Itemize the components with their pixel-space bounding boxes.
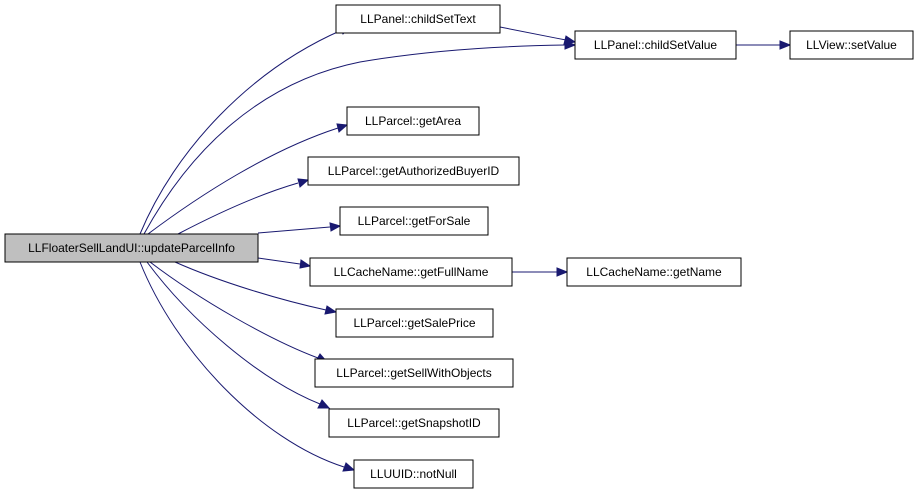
arrowhead-icon xyxy=(556,267,569,277)
edge-root-to-getSnapshotID xyxy=(146,261,321,405)
node-label-setValue: LLView::setValue xyxy=(806,38,897,52)
node-label-root: LLFloaterSellLandUI::updateParcelInfo xyxy=(28,241,235,255)
edge-root-to-getArea xyxy=(147,127,339,235)
edge-childSetText-to-childSetValue xyxy=(499,26,567,41)
edge-root-to-getAuthorizedBuyerID xyxy=(177,182,299,235)
arrowhead-icon xyxy=(329,222,342,232)
node-label-getAuthorizedBuyerID: LLParcel::getAuthorizedBuyerID xyxy=(328,164,500,178)
node-label-getFullName: LLCacheName::getFullName xyxy=(334,265,489,279)
edges xyxy=(139,25,792,472)
edge-root-to-getForSale xyxy=(257,226,331,234)
edge-root-to-getSellWithObjects xyxy=(149,261,319,359)
edge-root-to-getFullName xyxy=(257,257,301,265)
node-getSellWithObjects[interactable]: LLParcel::getSellWithObjects xyxy=(314,358,514,388)
node-getForSale[interactable]: LLParcel::getForSale xyxy=(339,206,489,236)
edge-root-to-childSetValue xyxy=(143,44,566,235)
node-getName[interactable]: LLCacheName::getName xyxy=(566,257,742,287)
arrowhead-icon xyxy=(563,35,577,45)
node-label-notNull: LLUUID::notNull xyxy=(370,467,457,481)
node-getAuthorizedBuyerID[interactable]: LLParcel::getAuthorizedBuyerID xyxy=(307,156,520,186)
node-childSetText[interactable]: LLPanel::childSetText xyxy=(335,4,501,34)
node-label-childSetValue: LLPanel::childSetValue xyxy=(594,38,718,52)
node-label-getSalePrice: LLParcel::getSalePrice xyxy=(353,316,475,330)
node-label-getForSale: LLParcel::getForSale xyxy=(358,214,471,228)
edge-root-to-notNull xyxy=(139,261,345,468)
arrowhead-icon xyxy=(324,305,338,315)
node-label-childSetText: LLPanel::childSetText xyxy=(360,12,476,26)
node-label-getSellWithObjects: LLParcel::getSellWithObjects xyxy=(336,366,491,380)
arrowhead-icon xyxy=(299,259,312,269)
node-getSnapshotID[interactable]: LLParcel::getSnapshotID xyxy=(328,408,500,438)
arrowhead-icon xyxy=(317,399,331,409)
node-label-getSnapshotID: LLParcel::getSnapshotID xyxy=(347,416,481,430)
edge-root-to-childSetText xyxy=(139,29,343,235)
node-setValue[interactable]: LLView::setValue xyxy=(789,30,914,60)
node-getFullName[interactable]: LLCacheName::getFullName xyxy=(309,257,513,287)
arrowhead-icon xyxy=(297,178,310,188)
node-getArea[interactable]: LLParcel::getArea xyxy=(346,106,480,136)
node-root[interactable]: LLFloaterSellLandUI::updateParcelInfo xyxy=(4,233,259,263)
node-label-getArea: LLParcel::getArea xyxy=(365,114,461,128)
arrowhead-icon xyxy=(342,462,356,472)
node-label-getName: LLCacheName::getName xyxy=(586,265,722,279)
node-getSalePrice[interactable]: LLParcel::getSalePrice xyxy=(335,308,494,338)
edge-root-to-getSalePrice xyxy=(174,261,327,311)
arrowhead-icon xyxy=(336,123,349,133)
arrowhead-icon xyxy=(779,40,792,50)
node-childSetValue[interactable]: LLPanel::childSetValue xyxy=(574,30,737,60)
node-notNull[interactable]: LLUUID::notNull xyxy=(353,459,474,489)
